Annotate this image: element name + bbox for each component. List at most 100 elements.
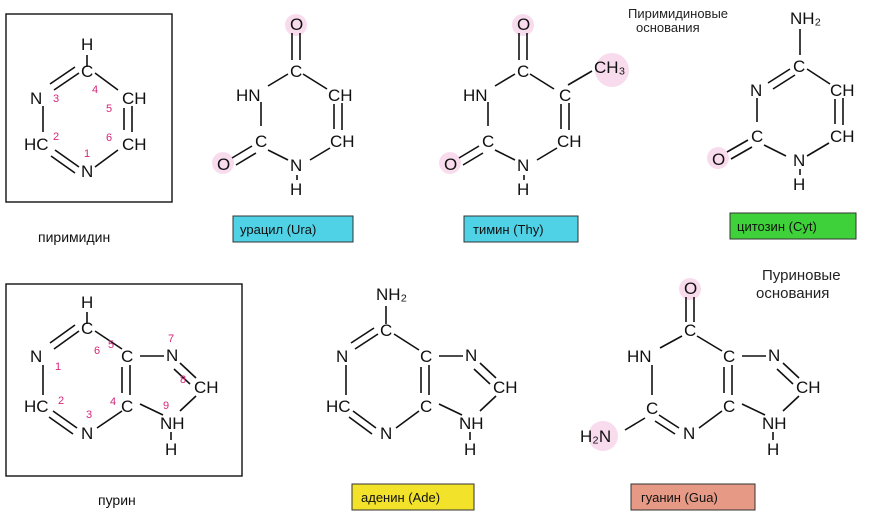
atom-N9: NH bbox=[160, 414, 185, 433]
oxygen-highlight bbox=[212, 152, 234, 174]
atom-O: O bbox=[684, 279, 697, 298]
atom-C: C bbox=[420, 347, 432, 366]
atom-CH3: CH₃ bbox=[594, 58, 625, 77]
thymine-structure: O C CH₃ HN C C CH O N H bbox=[439, 14, 629, 199]
atom-H: H bbox=[81, 35, 93, 54]
adenine-tag: аденин (Ade) bbox=[361, 490, 440, 505]
atom-O: O bbox=[444, 155, 457, 174]
atom-C5: CH bbox=[122, 89, 147, 108]
pyrimidine-structure: H C N CH HC CH N 4 3 5 2 6 1 bbox=[5, 13, 173, 203]
atom-H: H bbox=[767, 440, 779, 459]
atom-H: H bbox=[290, 180, 302, 199]
atom-C: C bbox=[255, 132, 267, 151]
atom-C: C bbox=[482, 132, 494, 151]
thymine-tag-box bbox=[463, 215, 579, 243]
ring-number: 6 bbox=[106, 132, 112, 144]
uracil-tag-box bbox=[232, 215, 354, 243]
atom-NH2: NH₂ bbox=[376, 285, 407, 304]
atom-CH: CH bbox=[830, 81, 855, 100]
atom-C2: HC bbox=[24, 397, 49, 416]
adenine-structure: NH₂ C N C N CH HC C N NH H bbox=[326, 285, 518, 459]
cytosine-tag-box bbox=[729, 212, 857, 240]
uracil-tag: урацил (Ura) bbox=[240, 222, 316, 237]
ring-number: 9 bbox=[163, 400, 169, 412]
purine-frame bbox=[5, 283, 243, 477]
atom-CH: CH bbox=[830, 127, 855, 146]
oxygen-highlight bbox=[707, 147, 729, 169]
atom-CH: CH bbox=[796, 378, 821, 397]
atom-C5: C bbox=[121, 347, 133, 366]
atom-N: N bbox=[768, 346, 780, 365]
atom-C4: C bbox=[121, 397, 133, 416]
atom-CH: CH bbox=[493, 378, 518, 397]
atom-C: C bbox=[793, 57, 805, 76]
atom-N: N bbox=[290, 156, 302, 175]
atom-C: C bbox=[684, 321, 696, 340]
atom-C6: C bbox=[81, 319, 93, 338]
guanine-tag-box bbox=[630, 483, 756, 511]
atom-C: C bbox=[380, 321, 392, 340]
atom-N1: N bbox=[30, 347, 42, 366]
atom-N: N bbox=[793, 151, 805, 170]
atom-O: O bbox=[217, 155, 230, 174]
cytosine-tag: цитозин (Cyt) bbox=[737, 219, 817, 234]
atom-C: C bbox=[517, 62, 529, 81]
atom-N: N bbox=[683, 424, 695, 443]
ring-number: 2 bbox=[58, 395, 64, 407]
atom-N1: N bbox=[81, 162, 93, 181]
guanine-structure: O C HN C N CH C C H₂N N NH H bbox=[580, 278, 821, 459]
ring-number: 1 bbox=[84, 148, 90, 160]
atom-NH: NH bbox=[762, 414, 787, 433]
purine-structure: H C N C N CH HC C N NH H 6 1 5 7 8 2 4 3… bbox=[5, 283, 243, 477]
atom-CH: CH bbox=[328, 86, 353, 105]
cytosine-structure: NH₂ C N CH C CH O N H bbox=[707, 9, 855, 194]
guanine-tag: гуанин (Gua) bbox=[641, 490, 718, 505]
purine-bases-heading-line-1: Пуриновые bbox=[762, 267, 841, 284]
ring-number: 8 bbox=[180, 374, 186, 386]
atom-C6: CH bbox=[122, 135, 147, 154]
atom-C: C bbox=[751, 127, 763, 146]
atom-C: C bbox=[723, 347, 735, 366]
adenine-tag-box bbox=[351, 483, 475, 511]
atom-C: C bbox=[290, 62, 302, 81]
pyrimidine-caption: пиримидин bbox=[38, 229, 110, 245]
atom-NH2: NH₂ bbox=[790, 9, 821, 28]
atom-HC: HC bbox=[326, 397, 351, 416]
ring-number: 1 bbox=[55, 361, 61, 373]
atom-C: C bbox=[646, 399, 658, 418]
purine-bases-heading: Пуриновые основания bbox=[756, 267, 845, 302]
pyrimidine-bases-heading-line-2: основания bbox=[636, 20, 700, 35]
methyl-highlight bbox=[595, 53, 629, 87]
atom-C8: CH bbox=[194, 378, 219, 397]
atom-N7: N bbox=[166, 346, 178, 365]
atom-O: O bbox=[517, 15, 530, 34]
atom-NH: NH bbox=[459, 414, 484, 433]
atom-N: N bbox=[465, 346, 477, 365]
uracil-structure: O C HN CH C CH O N H bbox=[212, 14, 355, 199]
atom-HN: HN bbox=[463, 86, 488, 105]
atom-O: O bbox=[290, 15, 303, 34]
atom-C4: C bbox=[81, 62, 93, 81]
atom-C: C bbox=[559, 86, 571, 105]
atom-H: H bbox=[517, 180, 529, 199]
atom-N3: N bbox=[30, 89, 42, 108]
purine-bases-heading-line-2: основания bbox=[756, 285, 829, 302]
atom-N3: N bbox=[81, 424, 93, 443]
atom-H: H bbox=[793, 175, 805, 194]
atom-C2: HC bbox=[24, 135, 49, 154]
oxygen-highlight bbox=[439, 152, 461, 174]
ring-number: 4 bbox=[110, 396, 116, 408]
atom-O: O bbox=[712, 150, 725, 169]
atom-H2N: H₂N bbox=[580, 427, 611, 446]
atom-HN: HN bbox=[236, 86, 261, 105]
ring-number: 4 bbox=[92, 84, 98, 96]
oxygen-highlight bbox=[285, 14, 307, 36]
pyrimidine-bases-heading-line-1: Пиримидиновые bbox=[628, 6, 728, 21]
pyrimidine-bases-heading: Пиримидиновые основания bbox=[628, 6, 732, 35]
ring-number: 3 bbox=[53, 93, 59, 105]
amine-highlight bbox=[588, 421, 618, 451]
oxygen-highlight bbox=[679, 278, 701, 300]
thymine-tag: тимин (Thy) bbox=[473, 222, 544, 237]
atom-C: C bbox=[420, 397, 432, 416]
